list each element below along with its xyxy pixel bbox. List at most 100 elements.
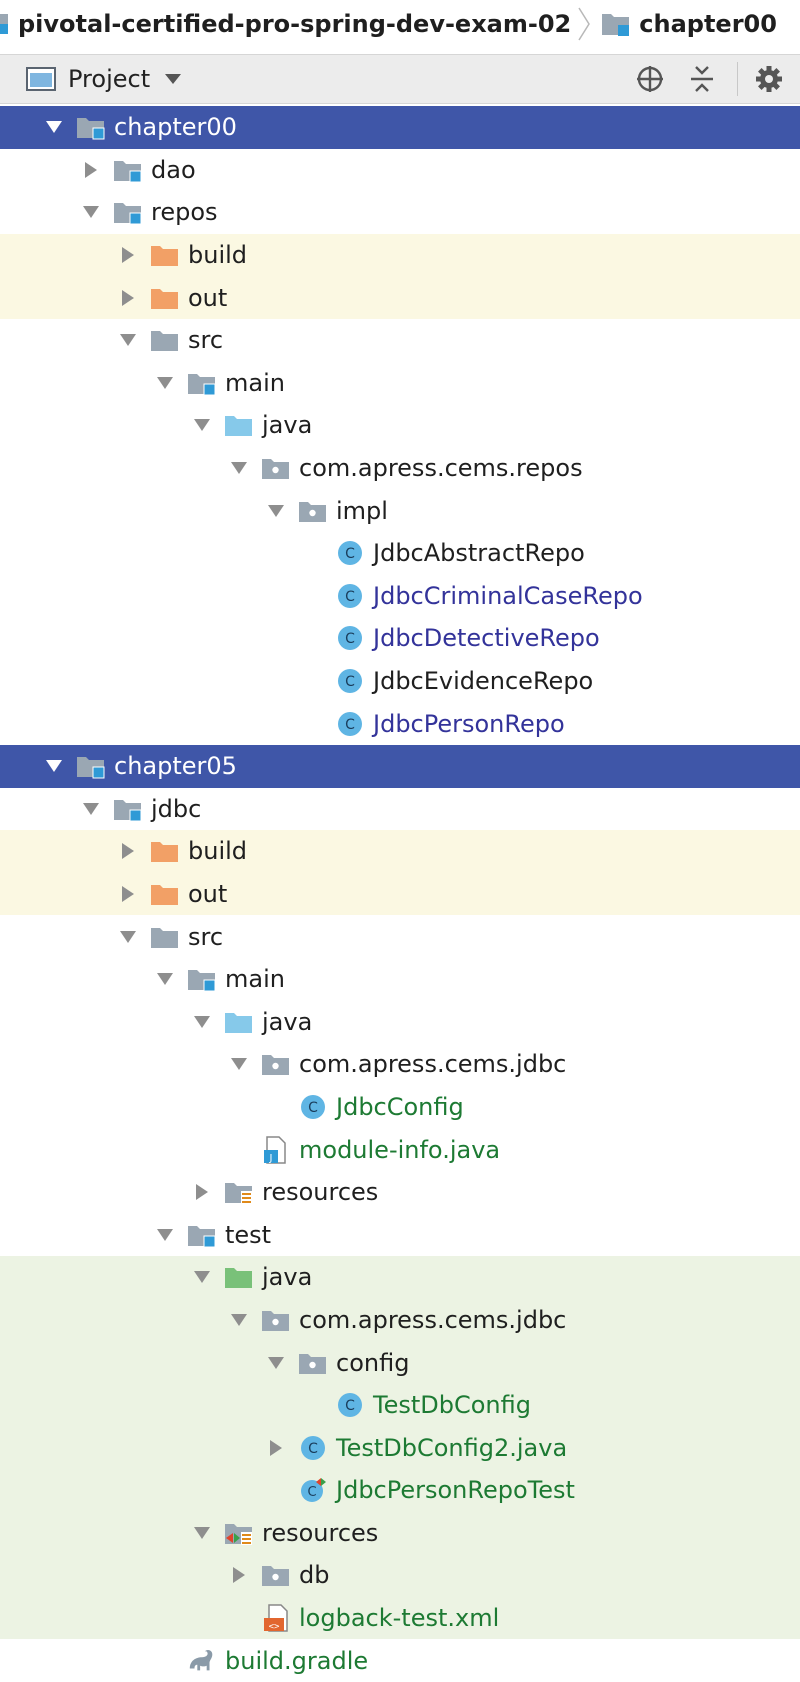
tree-node-test[interactable]: test (0, 1213, 800, 1256)
svg-text:C: C (345, 631, 355, 647)
module-folder-icon (602, 14, 630, 36)
tree-node-com-apress-cems-repos[interactable]: com.apress.cems.repos (0, 447, 800, 490)
chevron-down-icon[interactable] (164, 73, 182, 85)
tree-node-java[interactable]: java (0, 1000, 800, 1043)
tree-node-label: out (188, 879, 228, 908)
java-file-icon: J (261, 1135, 291, 1164)
breadcrumb-module[interactable]: chapter00 (601, 10, 777, 38)
expanded-arrow-icon[interactable] (266, 1353, 286, 1373)
expanded-arrow-icon[interactable] (192, 1012, 212, 1032)
tree-node-label: com.apress.cems.jdbc (299, 1305, 567, 1334)
svg-text:J: J (269, 1153, 273, 1164)
tree-node-dao[interactable]: dao (0, 149, 800, 192)
tree-node-build[interactable]: build (0, 830, 800, 873)
tree-node-label: module-info.java (299, 1135, 501, 1164)
expanded-arrow-icon[interactable] (81, 799, 101, 819)
tree-node-src[interactable]: src (0, 319, 800, 362)
tree-node-java[interactable]: java (0, 404, 800, 447)
expanded-arrow-icon[interactable] (192, 415, 212, 435)
class-icon: C (335, 539, 365, 567)
tree-node-label: jdbc (151, 794, 202, 823)
collapsed-arrow-icon[interactable] (118, 245, 138, 265)
expanded-arrow-icon[interactable] (229, 1310, 249, 1330)
tree-node-label: build (188, 837, 248, 866)
collapsed-arrow-icon[interactable] (118, 841, 138, 861)
tree-node-com-apress-cems-jdbc[interactable]: com.apress.cems.jdbc (0, 1043, 800, 1086)
tree-node-repos[interactable]: repos (0, 191, 800, 234)
tree-node-label: resources (262, 1518, 379, 1547)
expanded-arrow-icon[interactable] (118, 927, 138, 947)
tree-node-resources[interactable]: resources (0, 1511, 800, 1555)
excluded-folder-icon (150, 837, 180, 865)
tree-node-resources[interactable]: resources (0, 1171, 800, 1214)
tree-node-config[interactable]: config (0, 1341, 800, 1384)
tree-node-label: JdbcCriminalCaseRepo (373, 581, 643, 610)
module-folder-icon (187, 369, 217, 397)
source-folder-icon (224, 411, 254, 439)
svg-text:C: C (307, 1485, 316, 1500)
tree-node-label: java (262, 1263, 313, 1292)
settings-button[interactable] (752, 62, 786, 96)
tree-node-out[interactable]: out (0, 872, 800, 916)
expanded-arrow-icon[interactable] (155, 373, 175, 393)
locate-button[interactable] (633, 62, 667, 96)
resources-folder-icon (224, 1178, 254, 1206)
collapsed-arrow-icon[interactable] (118, 288, 138, 308)
tree-node-label: src (188, 326, 224, 355)
tree-node-jdbcconfig[interactable]: C JdbcConfig (0, 1086, 800, 1129)
collapse-all-icon (691, 66, 713, 92)
tree-node-main[interactable]: main (0, 362, 800, 405)
folder-icon (150, 326, 180, 354)
expanded-arrow-icon[interactable] (155, 1225, 175, 1245)
tree-node-jdbc[interactable]: jdbc (0, 788, 800, 831)
test-class-icon: C (298, 1476, 328, 1504)
tree-node-chapter00[interactable]: chapter00 (0, 106, 800, 149)
breadcrumb-project[interactable]: pivotal-certified-pro-spring-dev-exam-02 (0, 4, 571, 44)
expanded-arrow-icon[interactable] (229, 458, 249, 478)
expanded-arrow-icon[interactable] (44, 117, 64, 137)
expanded-arrow-icon[interactable] (192, 1267, 212, 1287)
tree-node-label: resources (262, 1178, 379, 1207)
tree-node-build[interactable]: build (0, 233, 800, 277)
class-icon: C (298, 1093, 328, 1121)
expanded-arrow-icon[interactable] (266, 501, 286, 521)
tree-node-label: JdbcConfig (336, 1092, 464, 1121)
tree-node-logback-test-xml[interactable]: <>logback-test.xml (0, 1596, 800, 1640)
chevron-right-icon (578, 7, 591, 41)
package-icon (261, 1306, 291, 1334)
collapsed-arrow-icon[interactable] (229, 1565, 249, 1585)
tree-node-out[interactable]: out (0, 276, 800, 319)
tree-node-db[interactable]: db (0, 1554, 800, 1597)
breadcrumb: pivotal-certified-pro-spring-dev-exam-02… (0, 0, 800, 48)
tree-node-com-apress-cems-jdbc[interactable]: com.apress.cems.jdbc (0, 1298, 800, 1342)
collapsed-arrow-icon[interactable] (266, 1438, 286, 1458)
expanded-arrow-icon[interactable] (118, 330, 138, 350)
svg-text:C: C (345, 674, 355, 690)
expanded-arrow-icon[interactable] (192, 1523, 212, 1543)
tree-node-main[interactable]: main (0, 958, 800, 1001)
tree-node-label: dao (151, 155, 196, 184)
expanded-arrow-icon[interactable] (44, 756, 64, 776)
expanded-arrow-icon[interactable] (155, 969, 175, 989)
tree-node-build-gradle[interactable]: build.gradle (0, 1639, 800, 1682)
project-view-selector[interactable]: Project (68, 65, 151, 93)
expanded-arrow-icon[interactable] (81, 202, 101, 222)
tree-node-java[interactable]: java (0, 1256, 800, 1299)
collapsed-arrow-icon[interactable] (118, 884, 138, 904)
tree-node-src[interactable]: src (0, 915, 800, 958)
expanded-arrow-icon[interactable] (229, 1054, 249, 1074)
collapsed-arrow-icon[interactable] (81, 160, 101, 180)
collapsed-arrow-icon[interactable] (192, 1182, 212, 1202)
collapse-all-button[interactable] (685, 62, 719, 96)
tree-node-chapter05[interactable]: chapter05 (0, 744, 800, 788)
tree-node-impl[interactable]: impl (0, 489, 800, 532)
